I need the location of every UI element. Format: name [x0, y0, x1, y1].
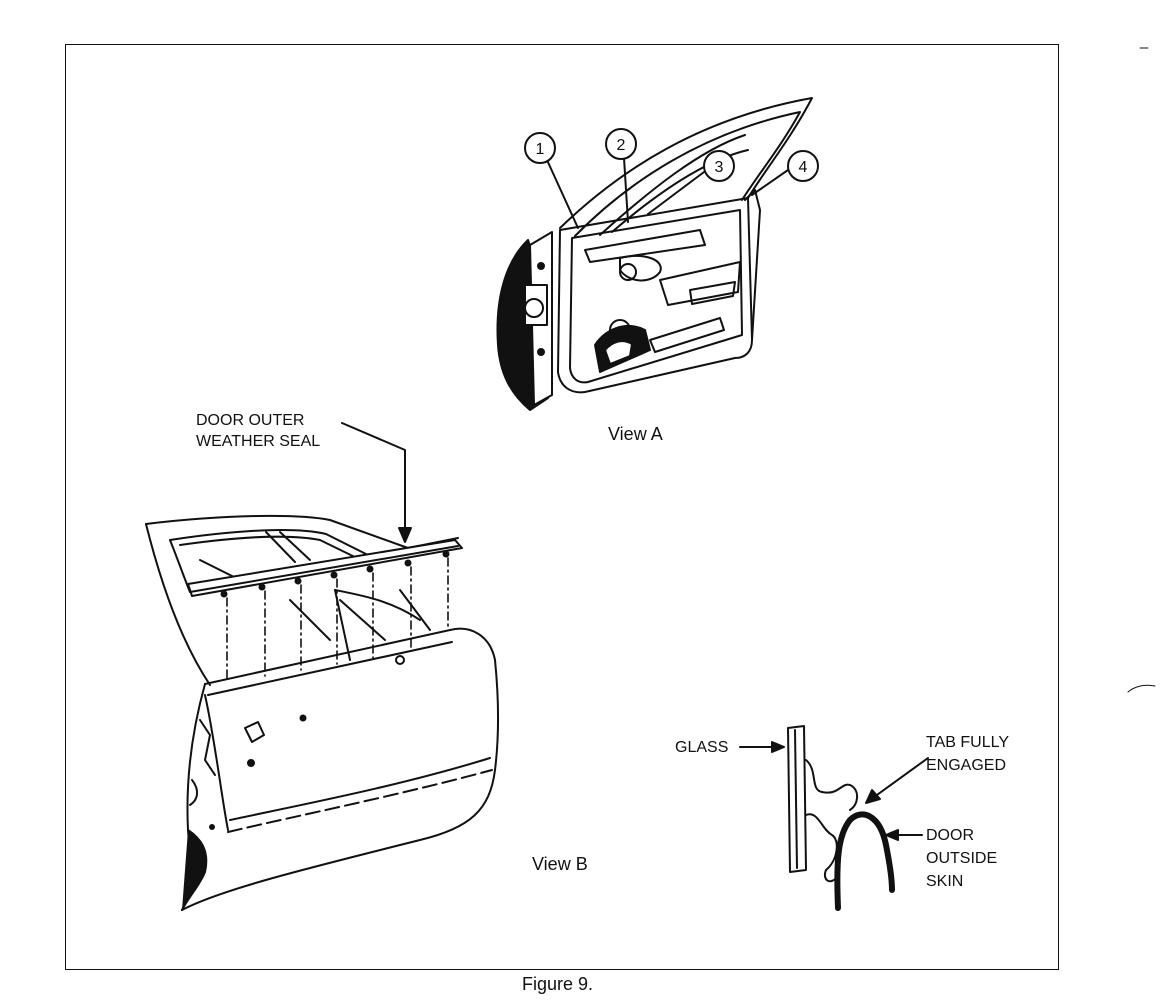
- figure-caption: Figure 9.: [522, 974, 594, 994]
- seal-label-line1: DOOR OUTER: [196, 412, 304, 429]
- tab-label-line1: TAB FULLY: [926, 734, 1009, 751]
- svg-text:2: 2: [617, 137, 626, 154]
- view-b-label: View B: [532, 854, 588, 874]
- skin-label-line1: DOOR: [926, 827, 974, 844]
- view-b-door-illustration: [145, 422, 500, 911]
- callout-1: 1: [524, 132, 556, 164]
- skin-label-line3: SKIN: [926, 873, 963, 890]
- callout-2: 2: [605, 128, 637, 160]
- view-a-door-illustration: [496, 97, 813, 411]
- callout-4: 4: [787, 150, 819, 182]
- figure-frame: [65, 44, 1059, 970]
- glass-label: GLASS: [675, 739, 728, 756]
- seal-label-line2: WEATHER SEAL: [196, 433, 320, 450]
- tab-label-line2: ENGAGED: [926, 757, 1006, 774]
- callout-3: 3: [703, 150, 735, 182]
- view-a-label: View A: [608, 424, 663, 444]
- svg-text:4: 4: [799, 159, 808, 176]
- seal-detail-illustration: [739, 725, 929, 911]
- skin-label-line2: OUTSIDE: [926, 850, 997, 867]
- svg-text:1: 1: [536, 141, 545, 158]
- svg-text:3: 3: [715, 159, 724, 176]
